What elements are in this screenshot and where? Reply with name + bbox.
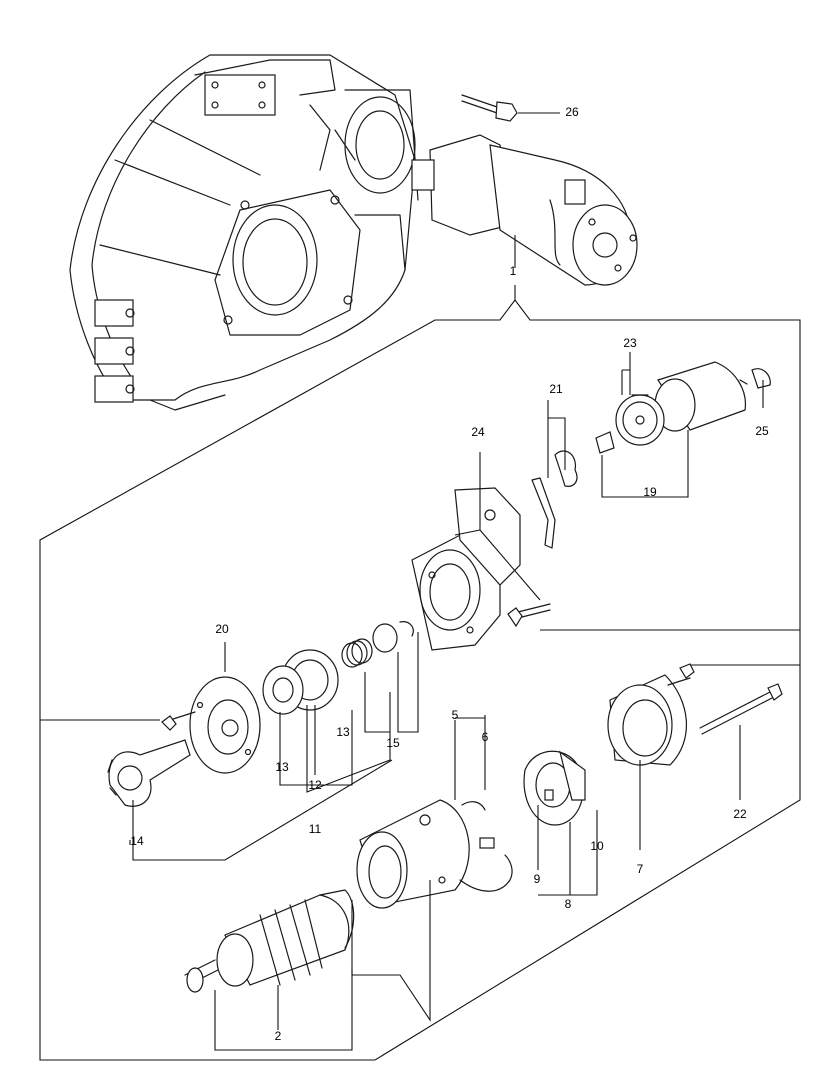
callout-15: 15 <box>386 736 400 750</box>
callout-19: 19 <box>643 485 657 499</box>
callout-13b: 13 <box>336 725 350 739</box>
solenoid-switch <box>531 361 771 549</box>
callout-12: 12 <box>308 778 322 792</box>
callout-11: 11 <box>309 822 322 836</box>
callout-23: 23 <box>623 336 637 350</box>
callout-2: 2 <box>275 1029 282 1043</box>
leader-lines <box>129 112 764 1051</box>
drive-parts <box>107 621 414 807</box>
callout-8: 8 <box>565 897 572 911</box>
callout-25: 25 <box>755 424 769 438</box>
callout-9: 9 <box>534 872 541 886</box>
callout-22: 22 <box>733 807 747 821</box>
callout-26: 26 <box>565 105 579 119</box>
callout-14: 14 <box>130 834 144 848</box>
starter-motor-assembly <box>411 94 638 286</box>
assembly-outline <box>39 285 801 1061</box>
motor-body-parts <box>184 663 783 993</box>
callout-6: 6 <box>482 730 489 744</box>
flywheel-housing <box>69 54 419 411</box>
callout-20: 20 <box>215 622 229 636</box>
callout-13a: 13 <box>275 760 289 774</box>
callout-10: 10 <box>590 839 604 853</box>
callout-21: 21 <box>549 382 563 396</box>
callout-24: 24 <box>471 425 485 439</box>
callout-1: 1 <box>510 264 517 278</box>
callout-7: 7 <box>637 862 644 876</box>
drive-end-housing <box>411 487 551 651</box>
callout-labels: 1 2 5 6 7 8 9 10 11 12 13 13 14 15 19 20… <box>130 105 769 1043</box>
callout-5: 5 <box>452 708 459 722</box>
